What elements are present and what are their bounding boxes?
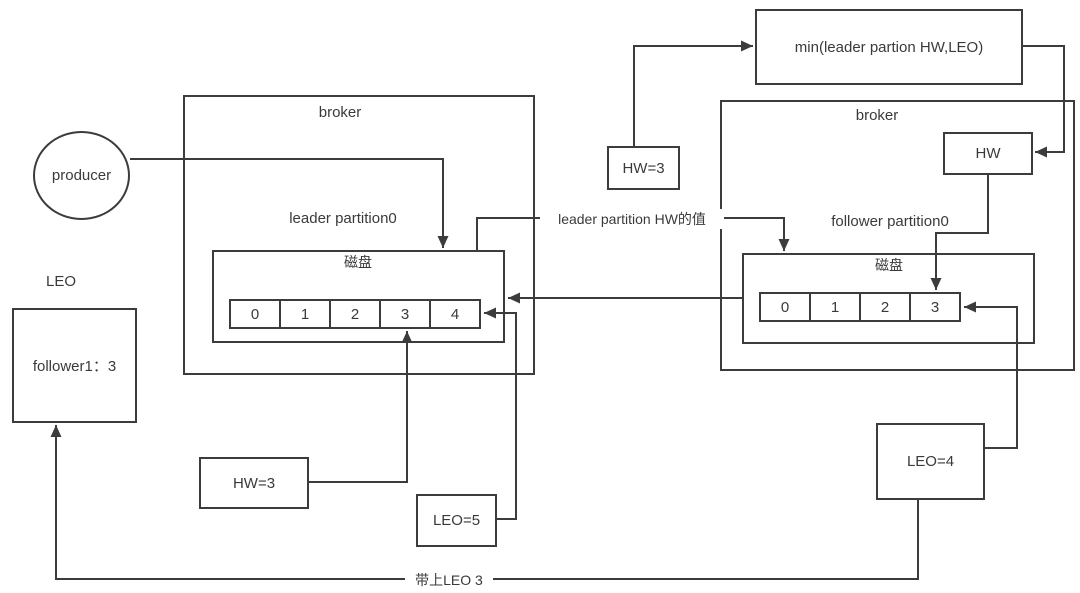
log-cell: 2: [859, 292, 911, 322]
producer-node: producer: [33, 131, 130, 220]
leader-partition-label: leader partition0: [289, 210, 397, 227]
leo5-annotation: LEO=5: [416, 494, 497, 547]
edge-label-leader-hw-value: leader partition HW的值: [540, 209, 724, 229]
producer-label: producer: [51, 167, 112, 184]
leo5-label: LEO=5: [432, 512, 481, 529]
min-to-hw-box-arrow: [1023, 45, 1065, 158]
log-cell: 0: [229, 299, 281, 329]
log-cell: 4: [429, 299, 481, 329]
leo4-label: LEO=4: [906, 453, 955, 470]
follower-disk: [742, 253, 1035, 344]
follower-disk-label: 磁盘: [875, 257, 903, 273]
min-function-box: min(leader partion HW,LEO): [755, 9, 1023, 85]
leo4-to-follower-cell3-arrow: [964, 301, 1018, 449]
log-cell: 3: [909, 292, 961, 322]
leo-caption: LEO: [45, 273, 76, 290]
leader-broker: [183, 95, 535, 375]
hw-box-to-follower-cell3-arrow: [930, 175, 989, 290]
hw-box: HW: [943, 132, 1033, 175]
hw3-top-label: HW=3: [622, 159, 665, 177]
log-cell: 2: [329, 299, 381, 329]
follower1-leo-box: follower1：3: [12, 308, 137, 423]
follower1-leo-label: follower1：3: [32, 358, 117, 375]
log-cell: 3: [379, 299, 431, 329]
follower-broker: [720, 100, 1075, 371]
hw3-leader-label: HW=3: [232, 474, 276, 492]
follower-partition-label: follower partition0: [831, 213, 949, 230]
leo5-to-leader-cell4-arrow: [484, 307, 517, 520]
producer-to-leader-disk-arrow: [130, 158, 449, 248]
follower-log-cells: 0 1 2 3: [759, 292, 961, 322]
log-cell: 1: [279, 299, 331, 329]
follower-broker-title: broker: [855, 107, 899, 124]
edge-label-carry-leo3: 带上LEO 3: [405, 570, 493, 590]
leader-disk-label: 磁盘: [344, 254, 372, 270]
leader-broker-title: broker: [318, 104, 362, 121]
leo4-annotation: LEO=4: [876, 423, 985, 500]
log-cell: 0: [759, 292, 811, 322]
log-cell: 1: [809, 292, 861, 322]
leader-log-cells: 0 1 2 3 4: [229, 299, 481, 329]
hw3-to-min-arrow: [633, 40, 753, 146]
hw3-to-leader-cell3-arrow: [309, 331, 413, 483]
min-function-label: min(leader partion HW,LEO): [794, 38, 984, 56]
leader-disk: [212, 250, 505, 343]
hw3-annotation-leader: HW=3: [199, 457, 309, 509]
hw-box-label: HW: [975, 145, 1001, 162]
hw3-annotation-top: HW=3: [607, 146, 680, 190]
